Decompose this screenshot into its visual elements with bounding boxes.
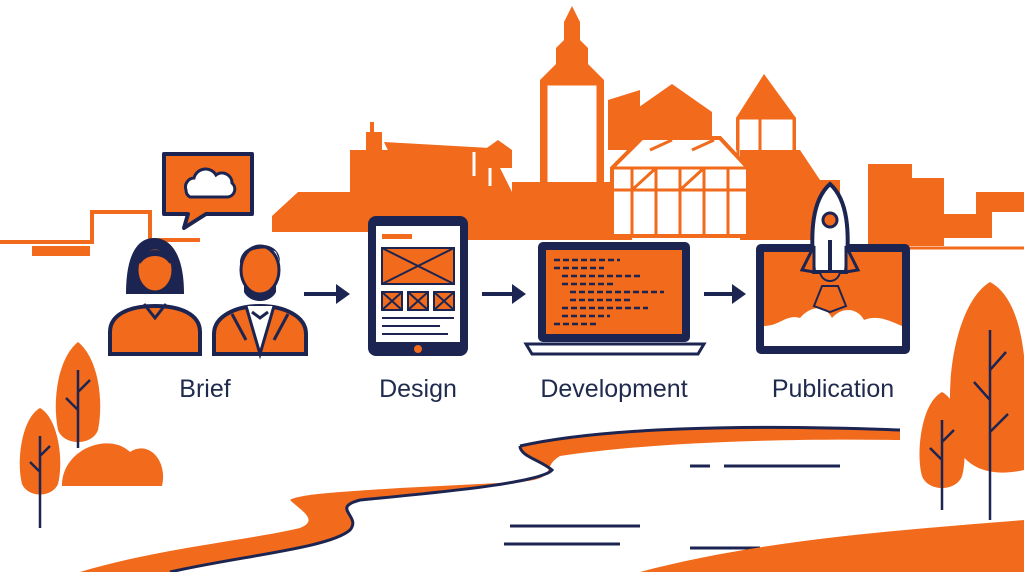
river-landscape	[80, 425, 1024, 572]
people-with-thought-bubble-icon	[108, 152, 308, 360]
tree-right-small	[919, 392, 965, 510]
laptop-code-icon	[523, 242, 707, 356]
castle-skyline	[0, 6, 1024, 256]
arrow-right-icon	[482, 284, 526, 304]
step-label-brief: Brief	[179, 375, 231, 403]
tree-right-large	[949, 282, 1024, 520]
arrow-right-icon	[704, 284, 746, 304]
bush-left	[62, 443, 164, 486]
tree-left-short	[19, 408, 61, 528]
tree-left-tall	[55, 342, 101, 448]
step-label-design: Design	[379, 375, 457, 403]
tablet-wireframe-icon	[368, 216, 468, 356]
rocket-launch-icon	[756, 181, 910, 354]
arrow-right-icon	[304, 284, 350, 304]
step-label-development: Development	[540, 375, 688, 403]
step-label-publication: Publication	[771, 375, 895, 403]
